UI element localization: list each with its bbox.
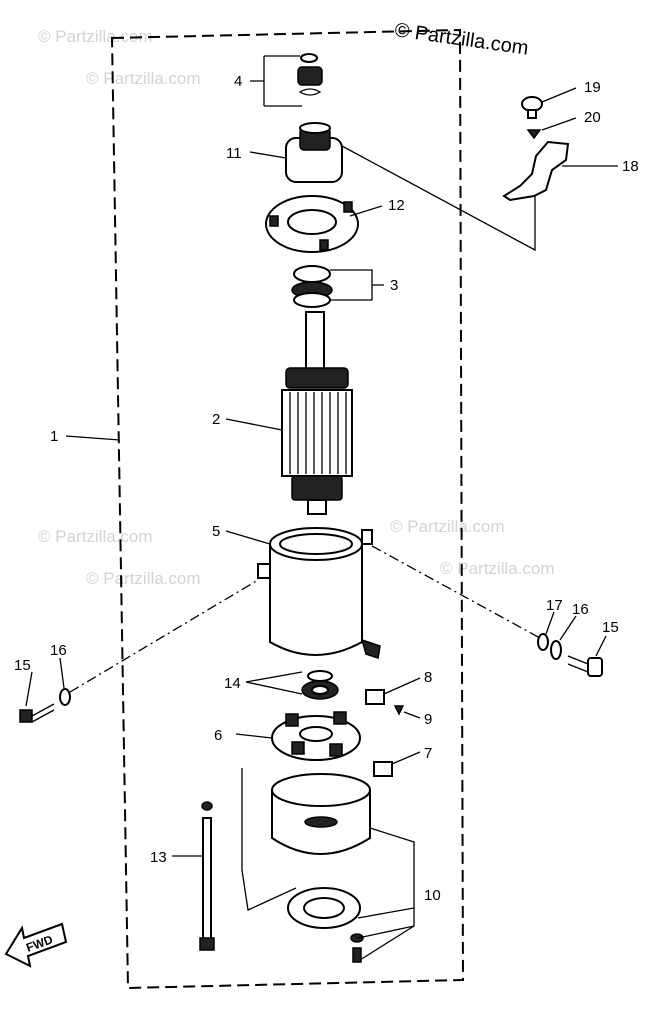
label-10: 10 <box>424 887 441 904</box>
part-3-spring-washers <box>291 265 333 308</box>
leader-19 <box>541 87 577 103</box>
copyright-text: © Partzilla.com <box>393 19 530 60</box>
part-4-pinion-stop-assembly <box>297 53 323 96</box>
leader-5 <box>225 530 271 545</box>
part-17-16-15-right <box>537 633 603 677</box>
part-19-screw <box>521 96 543 119</box>
assembly-boundary <box>110 28 465 990</box>
leader-9 <box>403 711 421 719</box>
leader-7 <box>391 751 421 765</box>
label-15-right: 15 <box>602 619 619 636</box>
leader-6 <box>235 733 273 739</box>
watermark-top-left: © Partzilla.com <box>38 27 153 46</box>
label-15-left: 15 <box>14 657 31 674</box>
leader-11 <box>249 151 287 159</box>
label-5: 5 <box>212 523 220 540</box>
leader-16-left <box>59 657 65 689</box>
label-4: 4 <box>234 73 242 90</box>
label-19: 19 <box>584 79 601 96</box>
label-18: 18 <box>622 158 639 175</box>
label-13: 13 <box>150 849 167 866</box>
part-6-brush-holder <box>271 711 361 761</box>
label-16-left: 16 <box>50 642 67 659</box>
part-8-brush <box>365 689 385 705</box>
watermark-mid-right: © Partzilla.com <box>390 517 505 536</box>
label-3: 3 <box>390 277 398 294</box>
watermark-mid-left-2: © Partzilla.com <box>86 569 201 588</box>
part-5-yoke <box>257 527 381 659</box>
part-20-washer <box>526 129 542 140</box>
label-8: 8 <box>424 669 432 686</box>
leader-12 <box>349 205 383 217</box>
part-11-pinion-gear <box>285 122 343 183</box>
label-2: 2 <box>212 411 220 428</box>
leader-15-right <box>595 635 607 657</box>
leader-15-left <box>25 671 33 707</box>
part-2-armature <box>281 311 353 515</box>
label-7: 7 <box>424 745 432 762</box>
leader-3 <box>330 269 384 301</box>
label-9: 9 <box>424 711 432 728</box>
leader-2 <box>225 418 283 431</box>
part-13-through-bolt <box>199 801 215 951</box>
leader-1 <box>65 435 121 441</box>
label-17: 17 <box>546 597 563 614</box>
label-11: 11 <box>226 145 242 162</box>
part-18-bracket <box>502 140 570 202</box>
leader-4 <box>250 55 302 107</box>
part-15-16-left-bolt <box>19 688 71 723</box>
leader-20 <box>541 117 577 131</box>
leader-8 <box>383 677 421 695</box>
part-14-washers <box>301 670 339 700</box>
leader-10 <box>357 827 415 961</box>
part-7-brush <box>373 761 393 777</box>
leader-16-right <box>559 615 577 641</box>
leader-cover-to-10 <box>241 768 297 911</box>
dashdot-left <box>69 579 259 693</box>
label-6: 6 <box>214 727 222 744</box>
dashdot-right <box>371 545 541 639</box>
part-9-screw <box>393 705 405 716</box>
label-12: 12 <box>388 197 405 214</box>
part-rear-cover <box>271 773 371 855</box>
label-20: 20 <box>584 109 601 126</box>
label-14: 14 <box>224 675 241 692</box>
watermark-mid-right-2: © Partzilla.com <box>440 559 555 578</box>
leader-17 <box>545 611 555 635</box>
watermark-top-left-2: © Partzilla.com <box>86 69 201 88</box>
part-10-end-bracket <box>287 887 364 963</box>
fwd-arrow: FWD <box>4 922 68 968</box>
leader-14 <box>245 671 303 695</box>
label-16-right: 16 <box>572 601 589 618</box>
leader-11-to-18 <box>341 145 536 252</box>
watermark-mid-left: © Partzilla.com <box>38 527 153 546</box>
part-12-clutch-plate <box>265 195 359 253</box>
label-1: 1 <box>50 428 58 445</box>
